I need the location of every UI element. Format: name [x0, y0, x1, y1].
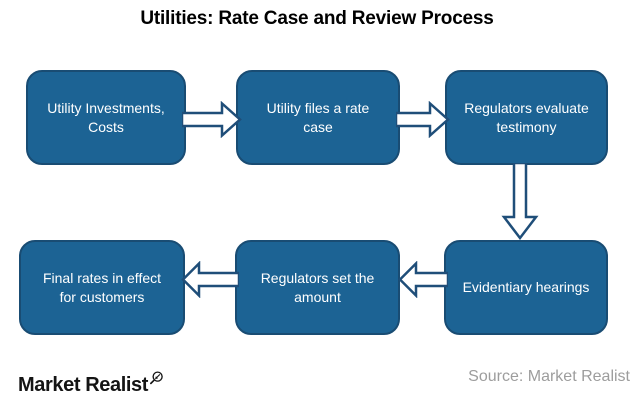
flow-box-label: Regulators evaluate — [464, 100, 589, 117]
market-realist-logo: Market Realist — [18, 371, 164, 397]
arrow-right-icon — [182, 101, 242, 138]
logo-text: Market Realist — [18, 374, 149, 396]
flow-box-label: Costs — [88, 118, 124, 135]
chart-title: Utilities: Rate Case and Review Process — [140, 8, 494, 29]
flow-box-label: Utility Investments, — [47, 100, 165, 117]
flow-box-label: testimony — [496, 118, 557, 135]
magnifier-arrow-icon — [149, 369, 164, 392]
source-attribution: Source: Market Realist — [468, 368, 630, 385]
arrow-left-icon — [398, 261, 448, 298]
flow-box-utility-investments-costs: Utility Investments, Costs — [26, 70, 186, 165]
flow-box-regulators-set-amount: Regulators set the amount — [235, 240, 400, 335]
flow-box-label: Utility files a rate — [266, 100, 370, 117]
flow-box-evidentiary-hearings: Evidentiary hearings — [444, 240, 608, 335]
flow-box-label: Evidentiary hearings — [462, 279, 590, 296]
flow-box-label: Final rates in effect — [42, 270, 162, 287]
flow-box-utility-files-rate-case: Utility files a rate case — [236, 70, 400, 165]
flow-box-label: Regulators set the — [260, 270, 375, 287]
arrow-down-icon — [501, 163, 539, 240]
arrow-left-icon — [181, 261, 239, 298]
flow-box-label: for customers — [59, 288, 145, 305]
flow-box-label: case — [303, 118, 333, 135]
arrow-right-icon — [396, 101, 450, 138]
flow-box-label: amount — [294, 288, 341, 305]
flow-box-regulators-evaluate-testimony: Regulators evaluate testimony — [445, 70, 608, 165]
flow-box-final-rates-in-effect: Final rates in effect for customers — [19, 240, 185, 335]
